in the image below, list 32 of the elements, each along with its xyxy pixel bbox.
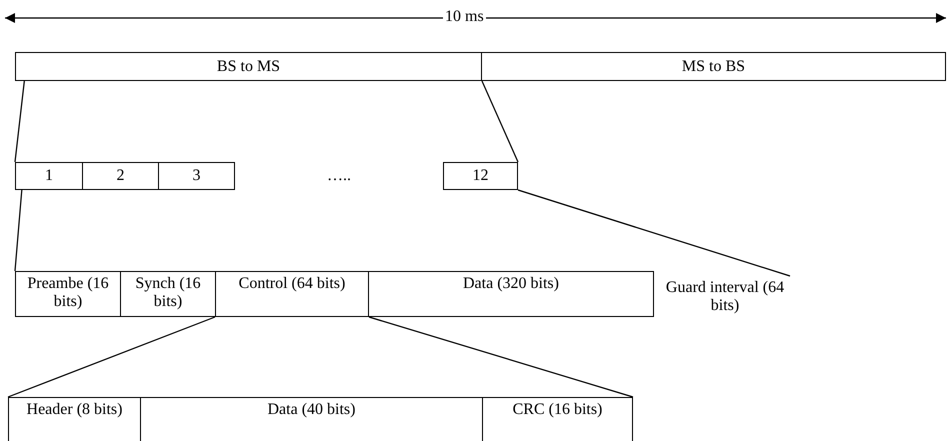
field-label: CRC (16 bits) xyxy=(512,401,602,419)
field-label: BS to MS xyxy=(216,58,280,76)
segment-box xyxy=(481,52,946,81)
field-label: 1 xyxy=(45,167,53,185)
field-box xyxy=(120,271,216,317)
field-box xyxy=(482,397,633,441)
guard-interval-text: Guard interval (64 bits) xyxy=(660,276,790,322)
field-label: 3 xyxy=(192,167,200,185)
expansion-line xyxy=(481,80,519,162)
expansion-line xyxy=(368,316,634,398)
expansion-line xyxy=(518,189,790,277)
expansion-line xyxy=(14,80,25,162)
field-label: Preambe (16 bits) xyxy=(26,275,110,311)
field-label: Synch (16 bits) xyxy=(134,275,202,311)
expansion-line xyxy=(14,190,22,272)
field-label: Header (8 bits) xyxy=(26,401,122,419)
field-box xyxy=(368,271,654,317)
field-label: 12 xyxy=(472,167,488,185)
field-box xyxy=(215,271,369,317)
segment-box xyxy=(443,162,518,190)
field-box xyxy=(8,397,141,441)
segment-box xyxy=(158,162,235,190)
segment-box xyxy=(15,162,83,190)
field-box xyxy=(15,271,121,317)
field-label: 2 xyxy=(116,167,124,185)
segment-box xyxy=(82,162,159,190)
field-label: Control (64 bits) xyxy=(238,275,346,293)
field-label: Data (40 bits) xyxy=(268,401,356,419)
expansion-line xyxy=(8,316,216,398)
segment-box xyxy=(15,52,482,81)
field-label: MS to BS xyxy=(682,58,746,76)
field-label: Data (320 bits) xyxy=(463,275,559,293)
